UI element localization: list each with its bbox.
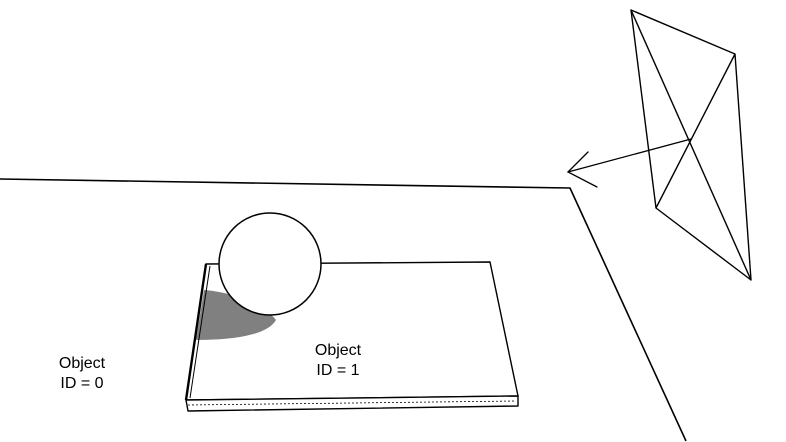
- arrow-shaft: [567, 138, 692, 173]
- box-left-edge: [184, 263, 208, 401]
- object-1-label-line2: ID = 1: [316, 362, 360, 379]
- ground-plane-edge: [0, 178, 687, 442]
- object-0-label-line1: Object: [58, 355, 106, 372]
- ground-plane: [0, 178, 687, 442]
- sphere-shadow: [196, 290, 276, 340]
- box-front-face-dash: [187, 400, 517, 406]
- box-left-edge-inner: [189, 265, 211, 399]
- object-1-label: Object ID = 1: [296, 341, 380, 381]
- object-1-label-line1: Object: [314, 342, 362, 359]
- object-0-label: Object ID = 0: [40, 354, 124, 394]
- arrow-head: [566, 151, 598, 188]
- camera-diagonal-a: [630, 9, 752, 281]
- sphere: [218, 212, 322, 316]
- box-front-face: [185, 395, 519, 412]
- object-0-label-line2: ID = 0: [60, 375, 104, 392]
- camera-frustum: [630, 9, 752, 281]
- camera-diagonal-b: [655, 53, 736, 209]
- view-direction-arrow: [566, 138, 692, 188]
